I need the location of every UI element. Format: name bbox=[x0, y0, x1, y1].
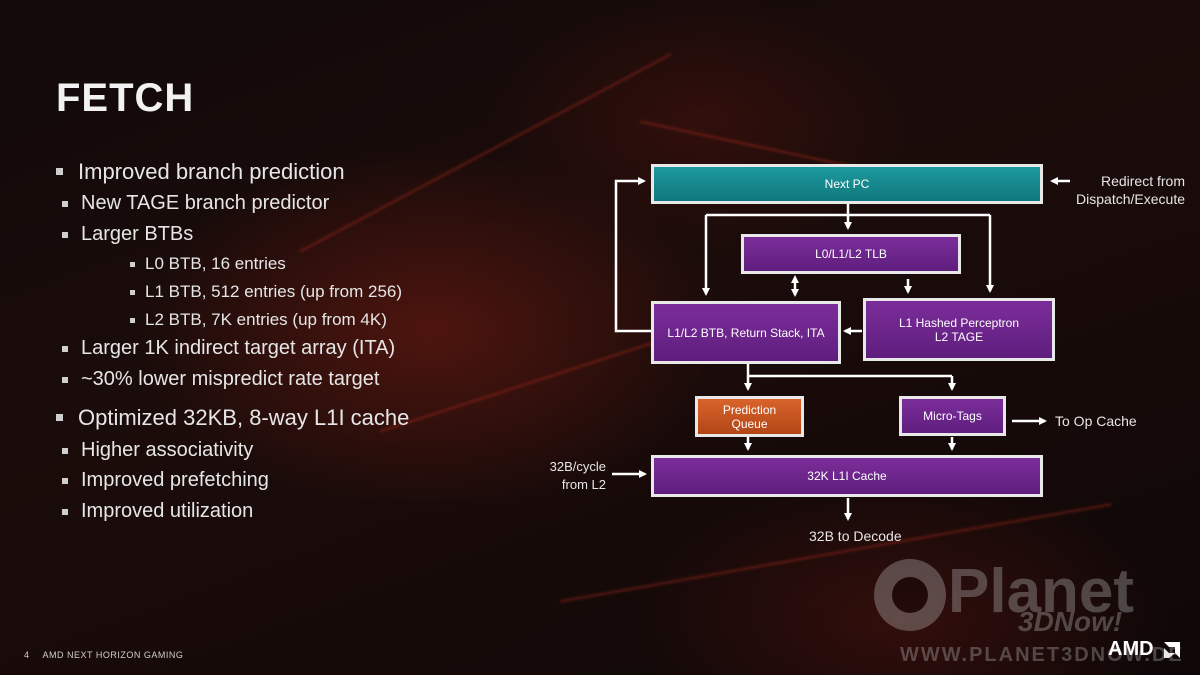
micro-tags-box: Micro-Tags bbox=[899, 396, 1006, 436]
bullet-item: Improved prefetching bbox=[62, 469, 269, 492]
bullet-list: Improved branch prediction New TAGE bran… bbox=[0, 0, 560, 560]
watermark-url: WWW.PLANET3DNOW.DE bbox=[900, 644, 1184, 666]
watermark-logo-icon bbox=[874, 559, 946, 631]
event-name: AMD NEXT HORIZON GAMING bbox=[42, 650, 184, 660]
watermark-brand: Planet bbox=[948, 557, 1135, 626]
next-pc-box: Next PC bbox=[651, 164, 1043, 204]
bullet-item: New TAGE branch predictor bbox=[62, 192, 329, 215]
bullet-item: Larger 1K indirect target array (ITA) bbox=[62, 337, 395, 360]
bullet-item: L0 BTB, 16 entries bbox=[130, 254, 286, 274]
btb-box: L1/L2 BTB, Return Stack, ITA bbox=[651, 301, 841, 364]
from-l2-label: 32B/cycle from L2 bbox=[549, 459, 606, 492]
amd-arrow-icon bbox=[1164, 642, 1180, 658]
bullet-item: Larger BTBs bbox=[62, 223, 193, 246]
l1i-cache-box: 32K L1I Cache bbox=[651, 455, 1043, 497]
bullet-item: Optimized 32KB, 8-way L1I cache bbox=[56, 405, 409, 431]
bullet-item: L1 BTB, 512 entries (up from 256) bbox=[130, 282, 402, 302]
bullet-item: Improved branch prediction bbox=[56, 159, 345, 185]
page-number: 4 bbox=[24, 650, 30, 660]
bullet-item: ~30% lower mispredict rate target bbox=[62, 368, 379, 391]
amd-logo: AMD bbox=[1108, 638, 1154, 660]
footer: 4 AMD NEXT HORIZON GAMING bbox=[24, 650, 183, 660]
bullet-item: L2 BTB, 7K entries (up from 4K) bbox=[130, 310, 387, 330]
tlb-box: L0/L1/L2 TLB bbox=[741, 234, 961, 274]
redirect-label: Redirect from Dispatch/Execute bbox=[1076, 173, 1185, 207]
to-decode-label: 32B to Decode bbox=[809, 528, 902, 544]
bullet-item: Higher associativity bbox=[62, 439, 253, 462]
slide-title: FETCH bbox=[56, 76, 195, 120]
watermark-sub: 3DNow! bbox=[1018, 606, 1123, 637]
bullet-item: Improved utilization bbox=[62, 500, 253, 523]
to-op-cache-label: To Op Cache bbox=[1055, 413, 1137, 429]
